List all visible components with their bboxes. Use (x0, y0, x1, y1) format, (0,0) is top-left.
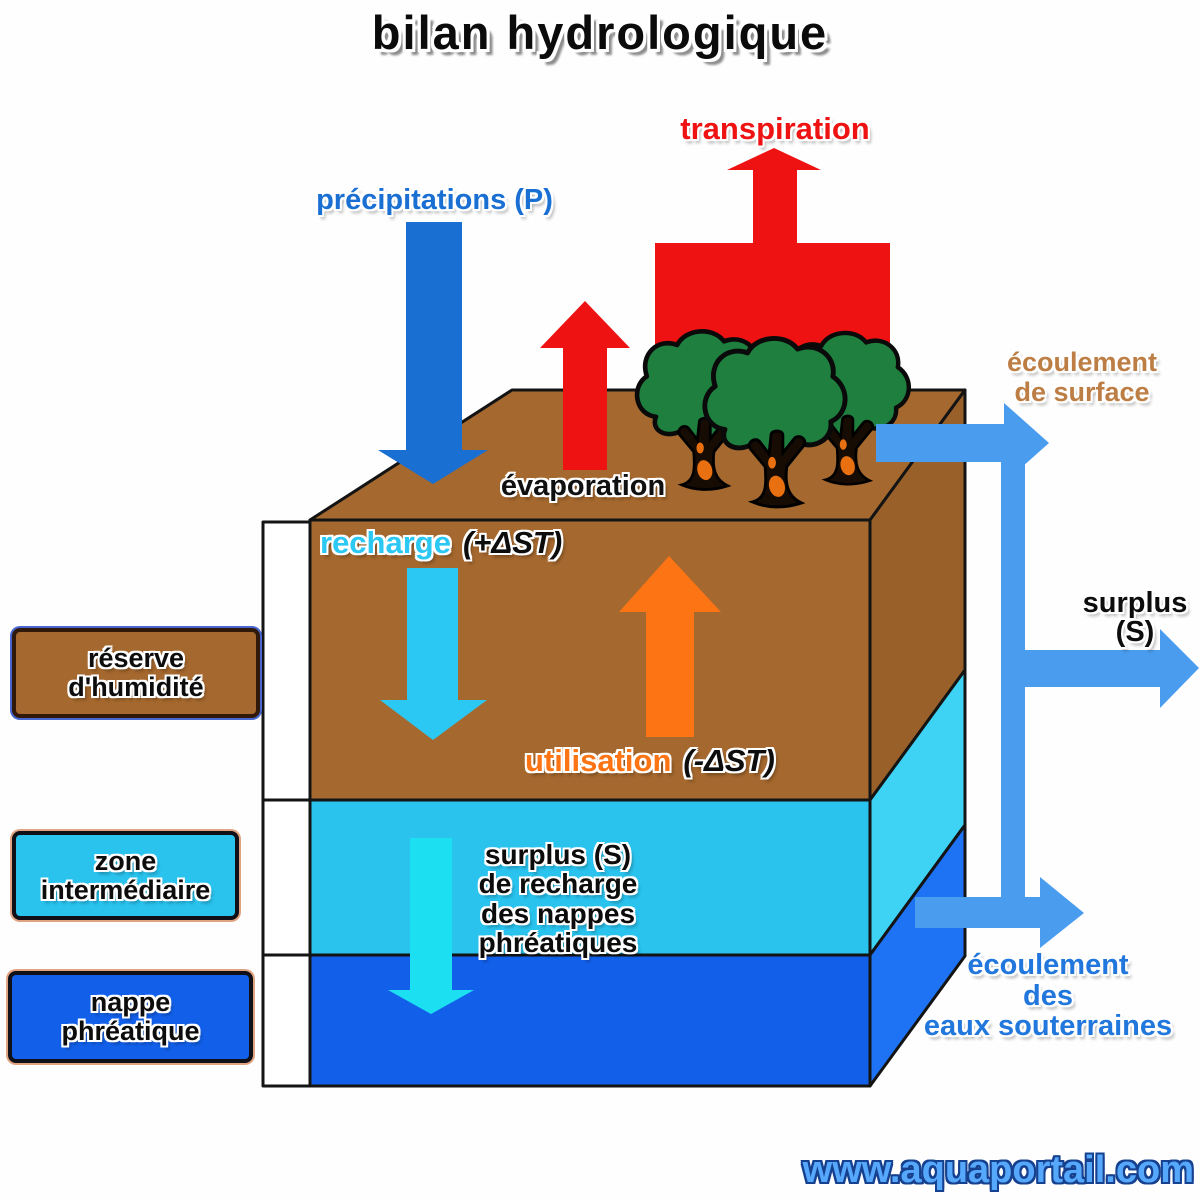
soil-front-intermediate-layer (308, 798, 872, 957)
groundwater-runoff-label: écoulement des eaux souterraines (923, 949, 1173, 1043)
aquifer-recharge-surplus-label: surplus (S) de recharge des nappes phréa… (478, 839, 638, 958)
recharge-arrow (380, 568, 487, 740)
groundwater-runoff-arrow (915, 877, 1084, 948)
utilisation-label: utilisation(-ΔST) (525, 743, 775, 778)
aquifer-recharge-arrow (388, 838, 474, 1014)
evaporation-arrow (540, 301, 630, 470)
surplus-arrow (1005, 629, 1199, 708)
water-table-box: nappe phréatique (8, 971, 253, 1063)
surface-runoff-arrow (876, 403, 1049, 483)
utilisation-arrow (619, 556, 721, 737)
evaporation-label: évaporation (500, 470, 666, 502)
moisture-reserve-box: réserve d'humidité (12, 628, 260, 718)
surplus-label: surplus (S) (1082, 587, 1188, 648)
page-title: bilan hydrologique (371, 6, 829, 59)
recharge-label: recharge(+ΔST) (320, 525, 563, 560)
precipitation-label: précipitations (P) (316, 184, 553, 216)
soil-front-moisture-layer (308, 518, 872, 802)
precipitation-arrow (378, 222, 488, 484)
transpiration-label: transpiration (680, 111, 870, 146)
surface-runoff-label: écoulement de surface (1006, 347, 1158, 408)
soil-front-watertable-layer (308, 953, 872, 1088)
layer-bracket-strip (261, 520, 312, 1088)
watermark: www.aquaportail.com (802, 1149, 1194, 1191)
intermediate-zone-box: zone intermédiaire (12, 831, 239, 920)
